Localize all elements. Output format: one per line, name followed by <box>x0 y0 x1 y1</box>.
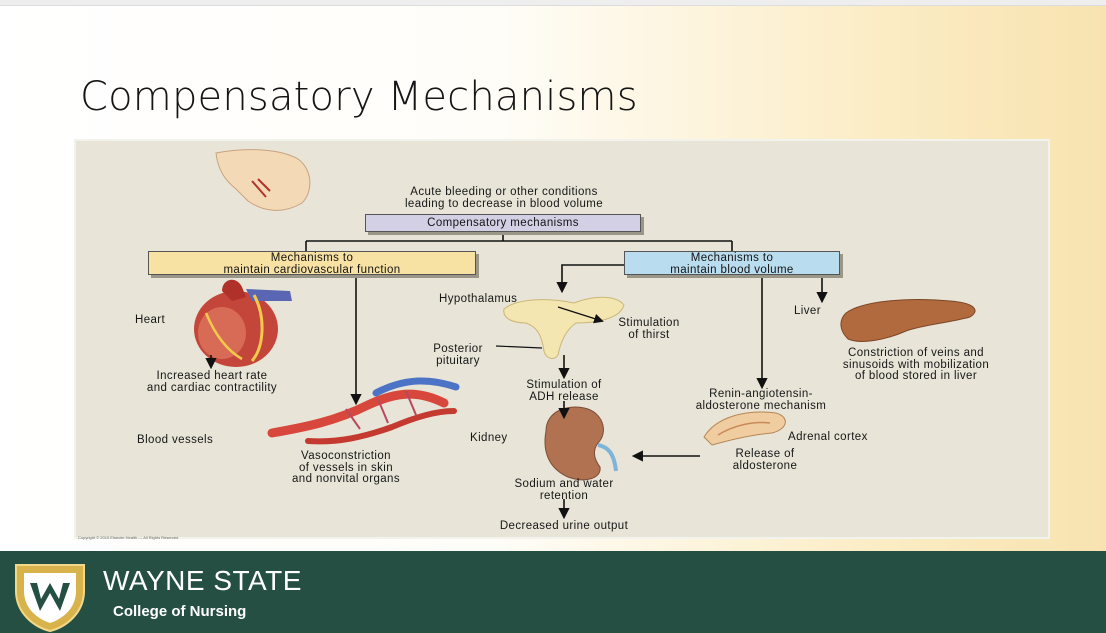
urine-output-label: Decreased urine output <box>499 520 629 532</box>
kidney-label: Kidney <box>470 432 508 444</box>
institution-name: WAYNE STATE <box>103 565 302 596</box>
adrenal-cortex-label: Adrenal cortex <box>788 431 868 443</box>
blood-vessels-illustration <box>267 377 460 445</box>
footer-band: WAYNE STATE College of Nursing <box>0 551 1106 633</box>
hierarchy-connectors <box>305 233 733 251</box>
copyright-text: Copyright © 2010 Elsevier Health — All R… <box>78 535 179 540</box>
heart-illustration <box>194 279 292 367</box>
heart-label: Heart <box>135 314 166 326</box>
blood-vessels-label: Blood vessels <box>137 434 214 446</box>
kidney-illustration <box>544 406 618 481</box>
hypothalamus-pituitary-illustration <box>503 296 625 359</box>
bleeding-arm-illustration <box>215 149 311 211</box>
liver-illustration <box>840 299 976 342</box>
liver-label: Liver <box>794 305 821 317</box>
diagram-artwork <box>194 149 976 520</box>
hypothalamus-label: Hypothalamus <box>439 293 518 305</box>
adrenal-cortex-illustration <box>703 411 786 446</box>
slide-title: Compensatory Mechanisms <box>80 74 638 120</box>
raa-label: Renin-angiotensin-aldosterone mechanism <box>695 388 827 412</box>
flow-arrows <box>205 264 840 520</box>
top-rule <box>0 0 1106 6</box>
compensatory-mechanisms-box: Compensatory mechanisms <box>365 214 641 232</box>
wayne-state-shield-logo <box>15 564 85 633</box>
college-name: College of Nursing <box>113 603 247 620</box>
